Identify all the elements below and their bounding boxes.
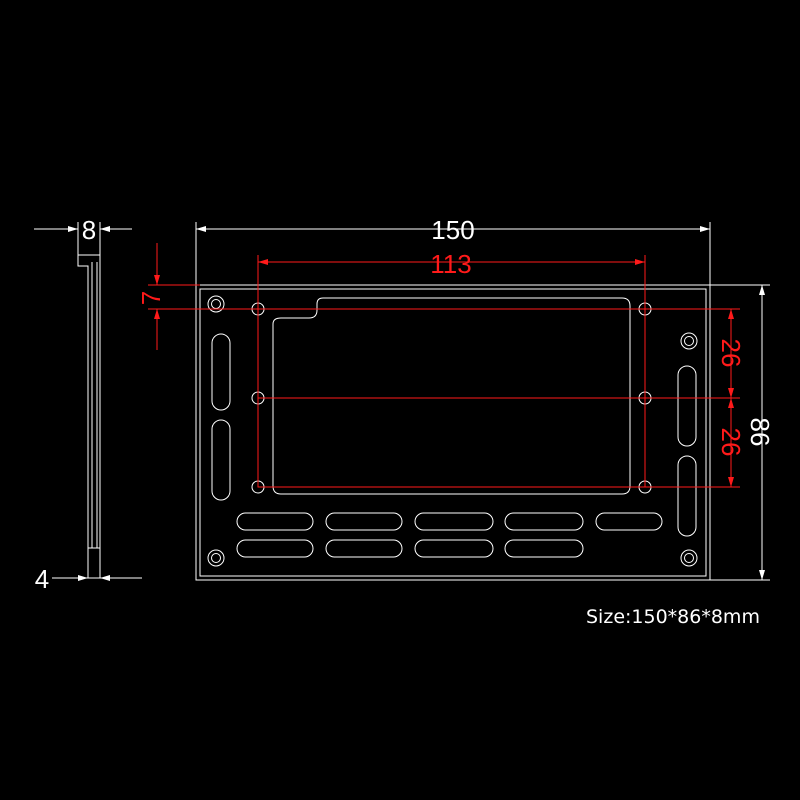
slot-row1-3 (414, 512, 494, 531)
slot-row1-5 (595, 512, 663, 531)
size-label: Size:150*86*8mm (586, 606, 760, 628)
top-offset-label: 7 (136, 291, 166, 305)
mounting-hole-bottom-left (207, 549, 225, 567)
mounting-hole-bottom-right (680, 549, 698, 567)
slot-row1-4 (504, 512, 584, 531)
slot-row2-2 (325, 539, 403, 558)
slot-row2-1 (236, 539, 314, 558)
plate-outline (195, 284, 711, 581)
slot-right-upper (677, 365, 697, 447)
slot-left-lower (211, 419, 231, 501)
slot-row2-3 (414, 539, 494, 558)
side-lip-label: 4 (35, 564, 49, 594)
mounting-hole-top-left (207, 295, 225, 313)
front-view (195, 222, 770, 581)
slot-row2-4 (504, 539, 584, 558)
plate-inner-outline (199, 288, 707, 577)
slot-left-upper (211, 333, 231, 411)
red-dimensions (148, 243, 740, 488)
side-thickness-label: 8 (82, 215, 96, 245)
overall-height-label: 86 (745, 418, 775, 447)
slot-row1-2 (325, 512, 403, 531)
hole-spacing-lower-label: 26 (716, 428, 746, 457)
window-cutout (272, 297, 631, 495)
slot-row1-1 (236, 512, 314, 531)
overall-width-label: 150 (431, 215, 474, 245)
side-view (34, 222, 142, 581)
hole-spacing-width-label: 113 (430, 249, 471, 279)
hole-spacing-upper-label: 26 (716, 339, 746, 368)
slot-right-lower (677, 455, 697, 537)
mounting-hole-right-upper (680, 332, 698, 350)
